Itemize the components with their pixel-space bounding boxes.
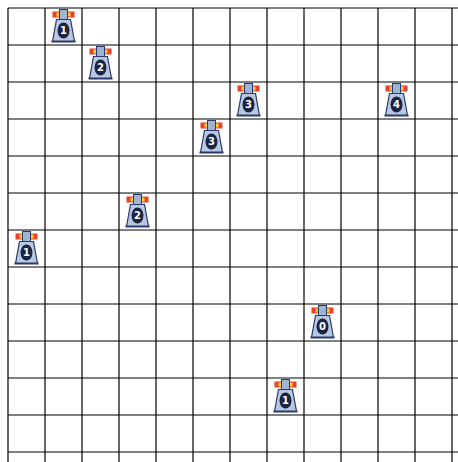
- grid-line: [8, 414, 458, 415]
- grid-line: [8, 229, 458, 230]
- robot-core: [280, 393, 292, 409]
- grid-line: [44, 8, 45, 462]
- robot-icon: [52, 10, 76, 43]
- grid-line: [81, 8, 82, 462]
- robot-number: 1: [21, 248, 33, 258]
- grid-line: [8, 266, 458, 267]
- robot-body: [386, 94, 408, 116]
- robot-head: [23, 232, 31, 242]
- grid-line: [451, 8, 452, 462]
- robot-base: [385, 115, 409, 117]
- robot-base: [311, 337, 335, 339]
- grid-line: [8, 118, 458, 119]
- robot-number: 4: [391, 100, 403, 110]
- robot-icon: [311, 306, 335, 339]
- robot-body: [127, 205, 149, 227]
- robot-icon: [200, 121, 224, 154]
- robot-icon: [274, 380, 298, 413]
- grid-line: [155, 8, 156, 462]
- robot-icon: [385, 84, 409, 117]
- grid-line: [8, 81, 458, 82]
- grid-line: [414, 8, 415, 462]
- robot-core: [243, 97, 255, 113]
- grid-line: [8, 44, 458, 45]
- robot-head: [60, 10, 68, 20]
- grid-lines: [8, 8, 452, 462]
- grid-line: [266, 8, 267, 462]
- robot-number: 1: [58, 26, 70, 36]
- robot-body: [238, 94, 260, 116]
- grid-line: [303, 8, 304, 462]
- robot-core: [206, 134, 218, 150]
- grid-line: [7, 8, 8, 462]
- robot-base: [200, 152, 224, 154]
- robot-head: [97, 47, 105, 57]
- robot-body: [53, 20, 75, 42]
- grid-line: [377, 8, 378, 462]
- robot-head: [282, 380, 290, 390]
- robot-number: 2: [132, 211, 144, 221]
- robot-icon: [237, 84, 261, 117]
- robot-number: 0: [317, 322, 329, 332]
- robot-number: 3: [243, 100, 255, 110]
- robot-number: 1: [280, 396, 292, 406]
- robot-icon: [15, 232, 39, 265]
- robot-head: [319, 306, 327, 316]
- robot-body: [16, 242, 38, 264]
- grid-line: [8, 155, 458, 156]
- grid-lines: [8, 8, 458, 452]
- robot-number: 2: [95, 63, 107, 73]
- grid-line: [8, 303, 458, 304]
- robot-core: [21, 245, 33, 261]
- robot-head: [245, 84, 253, 94]
- grid-line: [340, 8, 341, 462]
- robot-core: [317, 319, 329, 335]
- robot-base: [126, 226, 150, 228]
- robot-head: [393, 84, 401, 94]
- grid-line: [118, 8, 119, 462]
- grid-line: [229, 8, 230, 462]
- robot-core: [95, 60, 107, 76]
- robots: [15, 10, 409, 413]
- robot-icon: [89, 47, 113, 80]
- grid-line: [8, 451, 458, 452]
- robot-head: [134, 195, 142, 205]
- robot-base: [52, 41, 76, 43]
- robot-head: [208, 121, 216, 131]
- robot-body: [201, 131, 223, 153]
- robot-body: [312, 316, 334, 338]
- grid-line: [8, 377, 458, 378]
- robot-number: 3: [206, 137, 218, 147]
- grid-line: [192, 8, 193, 462]
- grid-line: [8, 192, 458, 193]
- robot-base: [237, 115, 261, 117]
- grid-line: [8, 7, 458, 8]
- robot-core: [391, 97, 403, 113]
- robot-base: [274, 411, 298, 413]
- robot-body: [90, 57, 112, 79]
- robot-icon: [126, 195, 150, 228]
- robot-core: [132, 208, 144, 224]
- robot-body: [275, 390, 297, 412]
- robot-base: [89, 78, 113, 80]
- grid-line: [8, 340, 458, 341]
- robot-core: [58, 23, 70, 39]
- robot-base: [15, 263, 39, 265]
